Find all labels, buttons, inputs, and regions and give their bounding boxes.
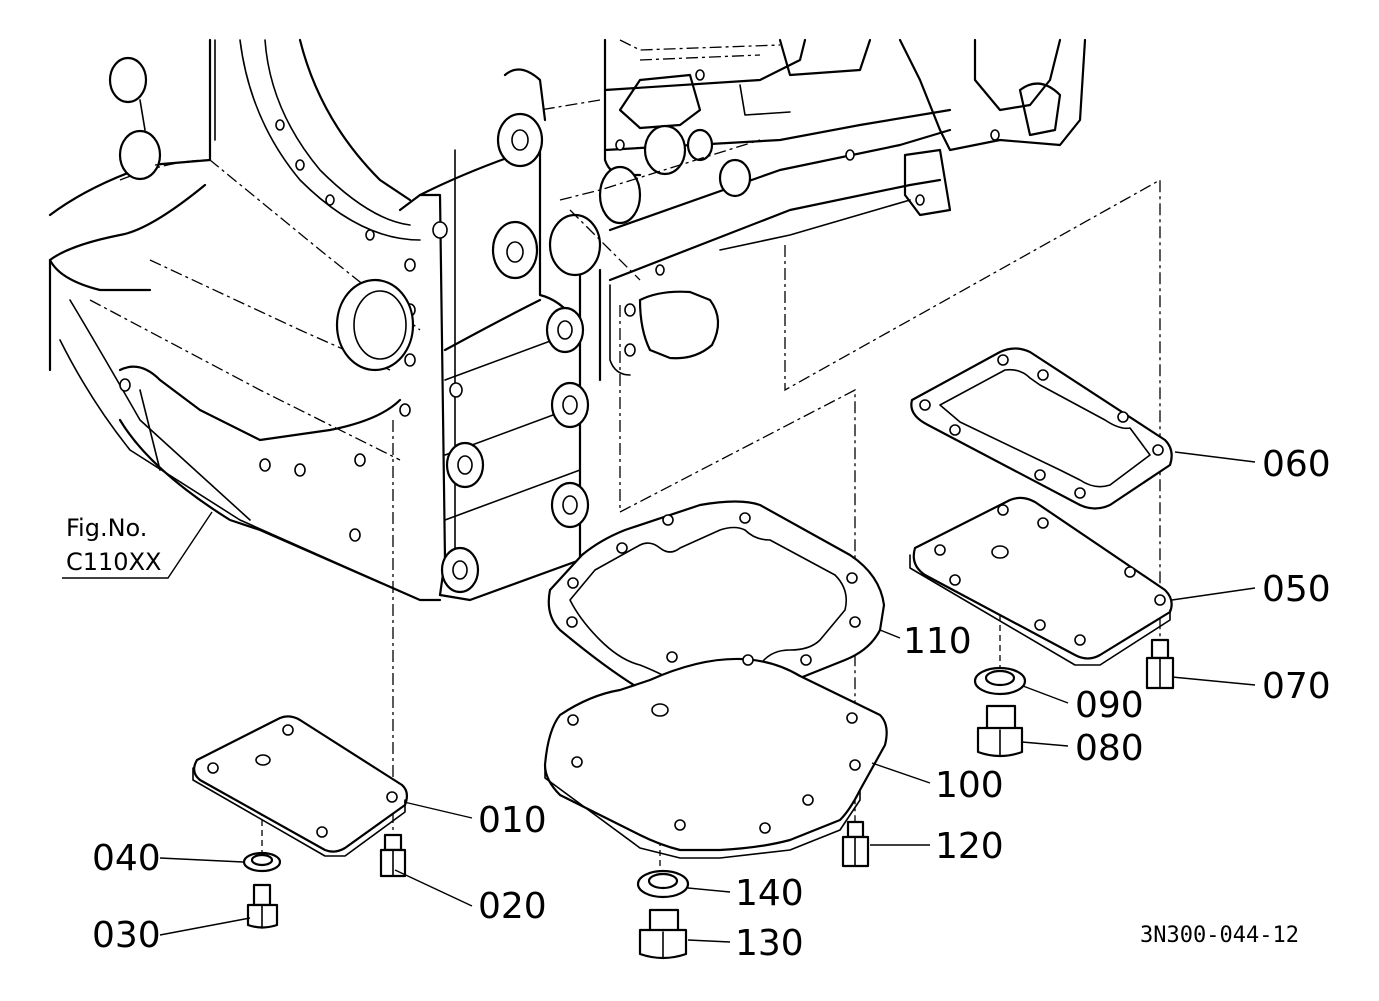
label-120: 120 xyxy=(935,826,1004,867)
bolt-020 xyxy=(379,833,407,878)
label-020: 020 xyxy=(478,886,547,927)
figure-ref-line2: C110XX xyxy=(66,548,161,576)
label-090: 090 xyxy=(1075,685,1144,726)
plug-080 xyxy=(976,704,1024,758)
label-010: 010 xyxy=(478,800,547,841)
part-labels: 010 020 030 040 050 060 070 080 090 100 … xyxy=(92,444,1331,964)
gasket-060 xyxy=(910,347,1173,510)
bolt-120 xyxy=(841,820,870,868)
label-030: 030 xyxy=(92,915,161,956)
label-110: 110 xyxy=(903,621,972,662)
label-050: 050 xyxy=(1262,569,1331,610)
figure-ref-line1: Fig.No. xyxy=(66,514,147,542)
gasket-110 xyxy=(547,500,886,707)
washer-140 xyxy=(636,869,690,899)
cover-050 xyxy=(909,496,1173,666)
label-130: 130 xyxy=(735,923,804,964)
leader-lines xyxy=(159,451,1256,943)
label-100: 100 xyxy=(935,765,1004,806)
cover-010 xyxy=(192,715,409,857)
label-040: 040 xyxy=(92,838,161,879)
label-080: 080 xyxy=(1075,728,1144,769)
label-060: 060 xyxy=(1262,444,1331,485)
washer-040 xyxy=(242,851,282,873)
washer-090 xyxy=(973,666,1027,696)
plug-130 xyxy=(638,908,688,960)
plug-030 xyxy=(246,883,279,929)
bolt-070 xyxy=(1145,638,1175,690)
label-070: 070 xyxy=(1262,666,1331,707)
figure-reference: Fig.No. C110XX xyxy=(62,511,213,579)
label-140: 140 xyxy=(735,873,804,914)
transmission-case xyxy=(48,38,1087,602)
drawing-code: 3N300-044-12 xyxy=(1140,923,1299,948)
cover-100 xyxy=(543,651,888,859)
